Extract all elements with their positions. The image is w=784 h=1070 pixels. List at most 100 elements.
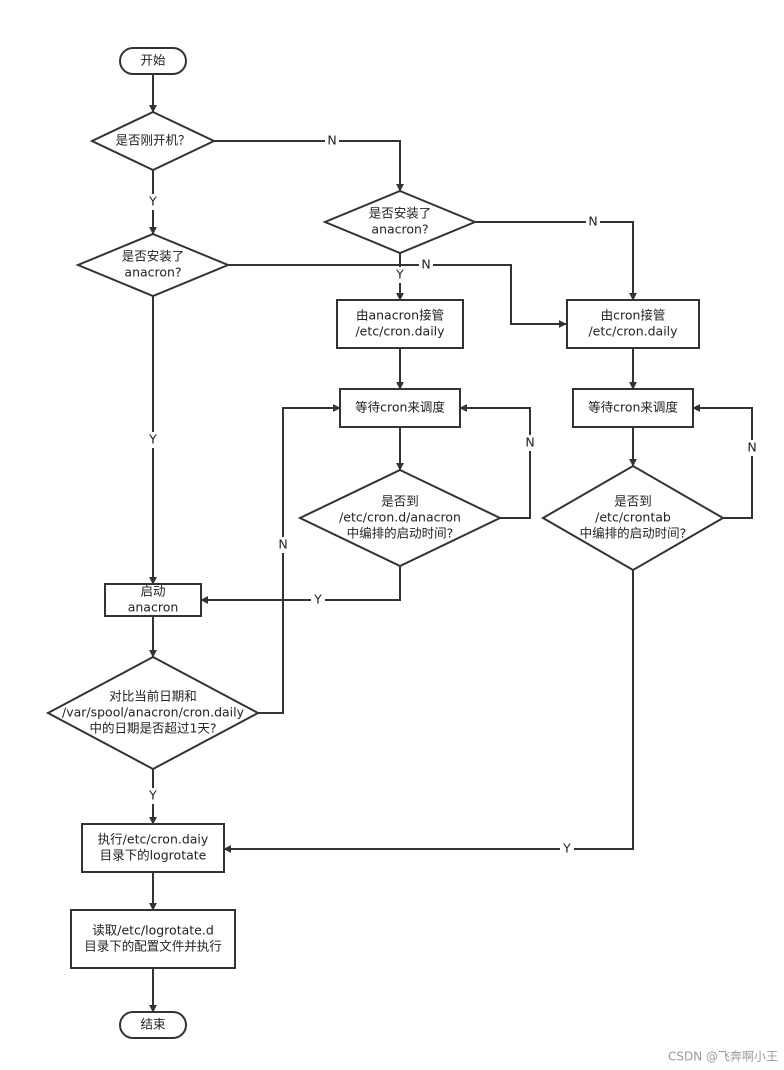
edge-label-crontab-no: N — [745, 440, 759, 456]
exec-logrotate-shape — [81, 823, 225, 873]
edge-label-background — [146, 432, 160, 448]
exec-logrotate-label: 执行/etc/cron.daiy — [98, 832, 209, 847]
edge-label-crond-yes: Y — [311, 592, 325, 608]
connector-crond-no — [459, 404, 531, 519]
cron-takeover-label: /etc/cron.daily — [588, 324, 678, 339]
edge-label-text: N — [588, 214, 597, 229]
edge-label-crond-no: N — [523, 435, 537, 451]
q-anacron-mid-shape — [322, 189, 478, 255]
read-config-shape — [70, 909, 236, 969]
watermark: CSDN @飞奔啊小王 — [668, 1050, 778, 1064]
edge-label-background — [560, 841, 574, 857]
read-config-label: 读取/etc/logrotate.d — [92, 923, 214, 938]
edge-label-text: Y — [562, 841, 571, 856]
edge-label-text: Y — [395, 267, 404, 282]
q-anacron-left-shape — [75, 232, 231, 298]
q-anacron-mid-label: anacron? — [371, 222, 428, 237]
cron-takeover-shape — [566, 299, 700, 349]
q-anacron-left-label: 是否安装了 — [122, 249, 185, 264]
start-anacron-label: 启动 — [140, 584, 165, 599]
edge-label-mid-yes: Y — [393, 267, 407, 283]
edge-label-text: N — [421, 257, 430, 272]
q-compare-label: 中的日期是否超过1天? — [89, 721, 216, 736]
wait-right-shape — [572, 388, 694, 428]
q-compare-label: 对比当前日期和 — [109, 689, 197, 704]
node-anacron-takeover: 由anacron接管/etc/cron.daily — [336, 299, 464, 349]
edge-label-text: Y — [148, 194, 157, 209]
edge-label-crontab-yes: Y — [560, 841, 574, 857]
node-end: 结束 — [119, 1011, 187, 1039]
edge-label-boot-yes: Y — [146, 194, 160, 210]
q-crontab-shape — [541, 464, 725, 572]
q-crond-label: 中编排的启动时间? — [347, 526, 454, 541]
node-q-boot: 是否刚开机？ — [89, 110, 217, 172]
cron-takeover-label: 由cron接管 — [601, 308, 666, 323]
start-anacron-shape — [104, 583, 202, 617]
connector-crontab-no — [692, 404, 753, 519]
end-shape — [119, 1011, 187, 1039]
edge-label-background — [419, 257, 433, 273]
end-label: 结束 — [140, 1017, 166, 1032]
edge-label-compare-yes: Y — [146, 788, 160, 804]
q-boot-label: 是否刚开机？ — [115, 133, 190, 148]
edge-label-text: Y — [148, 788, 157, 803]
anacron-takeover-label: /etc/cron.daily — [355, 324, 445, 339]
start-shape — [119, 47, 187, 75]
node-cron-takeover: 由cron接管/etc/cron.daily — [566, 299, 700, 349]
connector-mid-no — [475, 221, 637, 301]
edge-label-text: N — [747, 440, 756, 455]
q-crontab-label: 中编排的启动时间? — [580, 526, 687, 541]
q-crond-label: /etc/cron.d/anacron — [339, 510, 461, 525]
q-boot-shape — [89, 110, 217, 172]
wait-right-label: 等待cron来调度 — [588, 400, 678, 415]
edge-label-background — [393, 267, 407, 283]
node-wait-right: 等待cron来调度 — [572, 388, 694, 428]
edge-label-left-yes: Y — [146, 432, 160, 448]
connector-compare-no — [258, 404, 341, 714]
edge-label-text: Y — [313, 592, 322, 607]
edge-label-background — [523, 435, 537, 451]
edge-label-background — [276, 537, 290, 553]
edge-label-background — [146, 194, 160, 210]
edge-label-background — [311, 592, 325, 608]
q-crond-label: 是否到 — [381, 494, 419, 509]
q-crond-shape — [297, 468, 503, 568]
edge-label-boot-no: N — [325, 133, 339, 149]
anacron-takeover-label: 由anacron接管 — [356, 308, 444, 323]
start-label: 开始 — [140, 53, 166, 68]
q-anacron-mid-label: 是否安装了 — [369, 206, 432, 221]
node-wait-mid: 等待cron来调度 — [339, 388, 461, 428]
edge-label-text: Y — [148, 432, 157, 447]
wait-mid-shape — [339, 388, 461, 428]
edge-label-background — [745, 440, 759, 456]
q-compare-shape — [45, 655, 261, 771]
edge-label-compare-no: N — [276, 537, 290, 553]
exec-logrotate-label: 目录下的logrotate — [100, 848, 207, 863]
edge-label-background — [325, 133, 339, 149]
q-crontab-label: 是否到 — [614, 494, 652, 509]
q-compare-label: /var/spool/anacron/cron.daily — [62, 705, 245, 720]
connector-boot-no — [214, 140, 404, 192]
start-anacron-label: anacron — [128, 600, 179, 615]
connector-crond-yes — [200, 566, 401, 604]
connector-left-no — [228, 264, 567, 328]
edge-label-mid-no: N — [586, 214, 600, 230]
edge-label-text: N — [327, 133, 336, 148]
edge-label-text: N — [525, 435, 534, 450]
node-q-compare: 对比当前日期和/var/spool/anacron/cron.daily中的日期… — [45, 655, 261, 771]
edge-label-text: N — [278, 537, 287, 552]
node-start: 开始 — [119, 47, 187, 75]
q-anacron-left-label: anacron? — [124, 265, 181, 280]
connector-crontab-yes — [223, 570, 634, 853]
edge-label-left-no: N — [419, 257, 433, 273]
q-crontab-label: /etc/crontab — [595, 510, 671, 525]
edge-label-background — [586, 214, 600, 230]
read-config-label: 目录下的配置文件并执行 — [84, 939, 222, 954]
